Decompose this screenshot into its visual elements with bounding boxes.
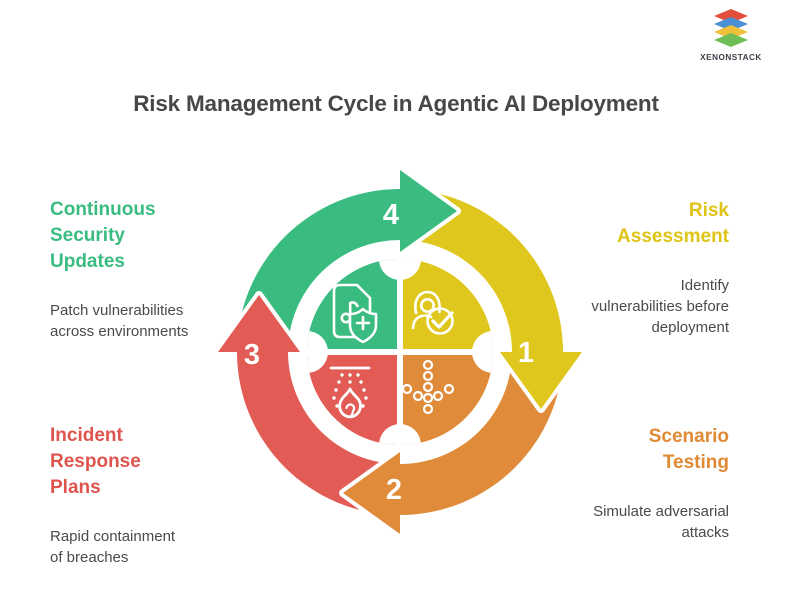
notch-right: [472, 331, 493, 373]
brand-name: XENONSTACK: [700, 53, 762, 62]
doc-shield-icon: [332, 283, 378, 344]
logo-layer-red: [714, 9, 748, 23]
person-check-icon: [411, 290, 454, 335]
logo-layer-blue: [714, 17, 748, 31]
notch-bottom: [379, 424, 421, 445]
logo-layer-yellow: [714, 25, 748, 39]
step-block-incident-response-plans: Incident Response Plans Rapid containmen…: [50, 405, 245, 586]
step-number-4: 4: [383, 199, 399, 231]
brand-logo: XENONSTACK: [692, 8, 770, 71]
step-block-scenario-testing: Scenario Testing Simulate adversarial at…: [524, 406, 729, 561]
notch-top: [379, 259, 421, 280]
step-block-continuous-security-updates: Continuous Security Updates Patch vulner…: [50, 179, 245, 360]
dotted-arrow-icon: [401, 359, 455, 415]
step-description: Simulate adversarial attacks: [593, 503, 729, 541]
step-description: Identify vulnerabilities before deployme…: [591, 277, 729, 336]
step-number-1: 1: [518, 337, 534, 369]
notch-left: [307, 331, 328, 373]
page-title: Risk Management Cycle in Agentic AI Depl…: [133, 91, 659, 116]
logo-layer-green: [714, 33, 748, 47]
step-label: Continuous Security Updates: [50, 199, 156, 272]
step-label: Incident Response Plans: [50, 425, 141, 498]
step-label: Risk Assessment: [617, 200, 729, 247]
brand-logo-mark: XENONSTACK: [700, 9, 762, 62]
step-number-2: 2: [386, 474, 402, 506]
step-label: Scenario Testing: [648, 426, 729, 473]
step-number-3: 3: [244, 339, 260, 371]
sprinkler-flame-icon: [329, 366, 371, 419]
step-block-risk-assessment: Risk Assessment Identify vulnerabilities…: [524, 180, 729, 356]
step-description: Rapid containment of breaches: [50, 528, 176, 566]
step-description: Patch vulnerabilities across environment…: [50, 302, 189, 340]
